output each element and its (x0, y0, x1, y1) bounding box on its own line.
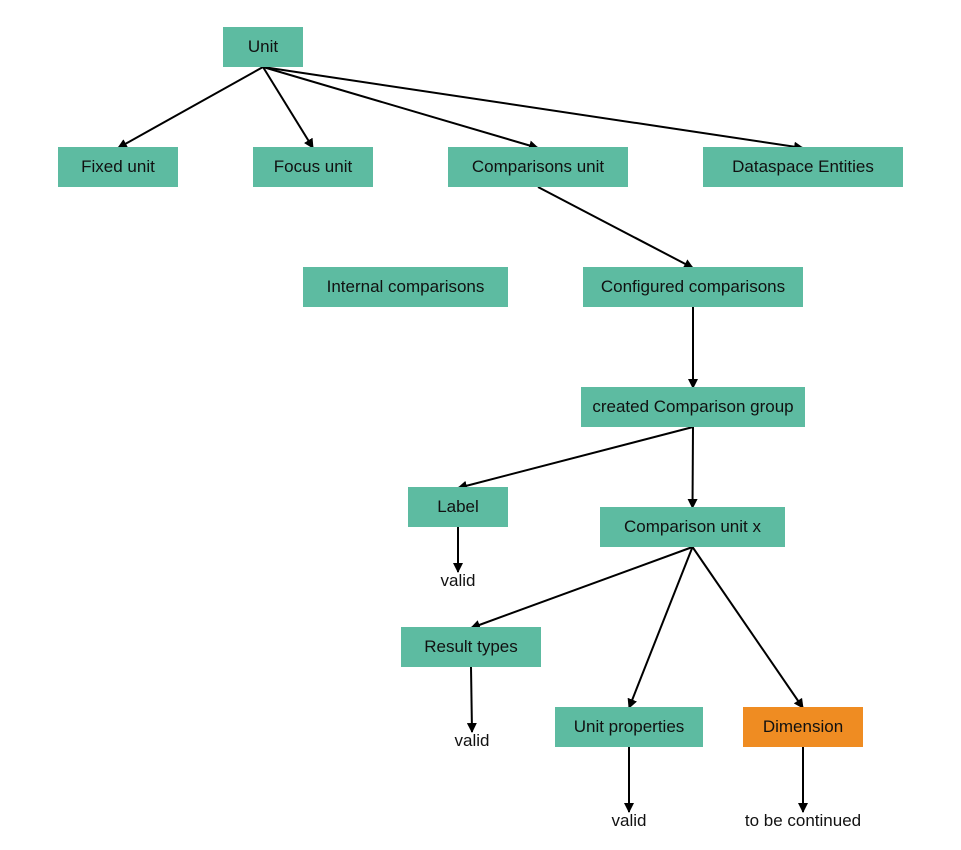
node-fixed-unit: Fixed unit (58, 147, 178, 187)
node-dataspace-entities: Dataspace Entities (703, 147, 903, 187)
edge-comparison-unit-x-to-result-types (470, 546, 693, 630)
edge-unit-to-dataspace-entities (262, 66, 804, 152)
note-label-valid: valid (440, 571, 476, 590)
edge-unit-to-fixed-unit (117, 66, 264, 149)
edge-created-comparison-group-to-comparison-unit-x (687, 426, 698, 509)
edge-created-comparison-group-to-label (457, 426, 694, 491)
node-comparisons-unit: Comparisons unit (448, 147, 628, 187)
node-focus-unit: Focus unit (253, 147, 373, 187)
note-unit-properties-valid: valid (611, 811, 647, 830)
node-unit-properties: Unit properties (555, 707, 703, 747)
edge-comparisons-unit-to-configured-comparisons (537, 186, 694, 269)
edge-unit-to-comparisons-unit (262, 66, 539, 151)
note-result-types-valid: valid (454, 731, 490, 750)
note-dimension-status: to be continued (744, 811, 862, 830)
edge-comparison-unit-x-to-dimension (691, 546, 804, 709)
node-created-comparison-group: created Comparison group (581, 387, 805, 427)
node-comparison-unit-x: Comparison unit x (600, 507, 785, 547)
node-unit: Unit (223, 27, 303, 67)
node-label: Label (408, 487, 508, 527)
node-internal-comparisons: Internal comparisons (303, 267, 508, 307)
edge-comparison-unit-x-to-unit-properties (627, 546, 694, 709)
node-configured-comparisons: Configured comparisons (583, 267, 803, 307)
edge-unit-to-focus-unit (262, 66, 314, 149)
node-dimension: Dimension (743, 707, 863, 747)
node-result-types: Result types (401, 627, 541, 667)
edge-result-types-to-result-types-valid (466, 666, 477, 733)
